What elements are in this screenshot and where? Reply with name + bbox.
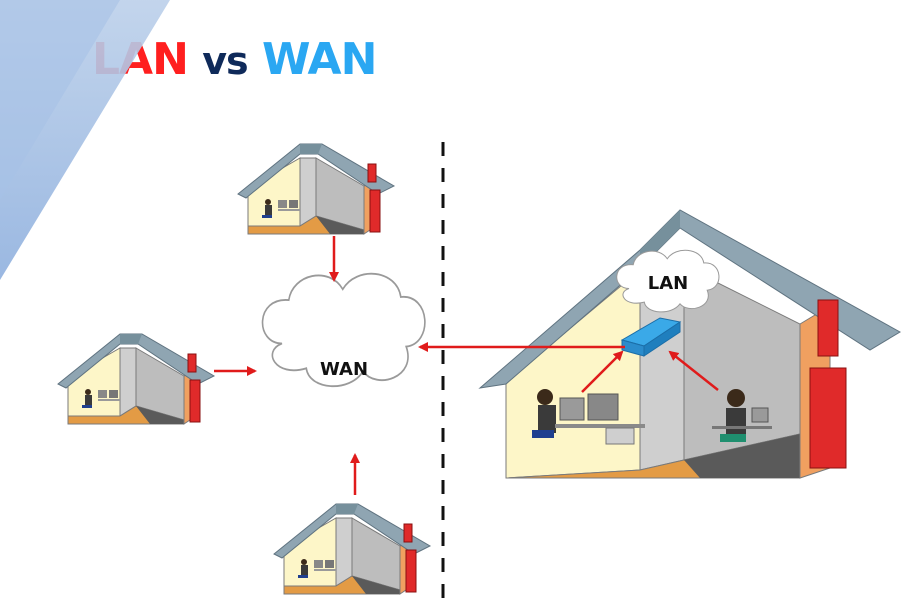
- arrow-pc-left-to-router: [581, 350, 624, 393]
- arrow-pc-right-to-router: [668, 350, 719, 391]
- title-wan: WAN: [261, 34, 377, 85]
- house-left: [57, 333, 215, 425]
- house-large: [478, 209, 902, 479]
- wan-cloud-label: WAN: [320, 359, 368, 380]
- house-bottom: [273, 503, 431, 595]
- title-vs: vs: [202, 39, 248, 83]
- house-top: [237, 143, 395, 235]
- lan-cloud-label: LAN: [648, 273, 688, 294]
